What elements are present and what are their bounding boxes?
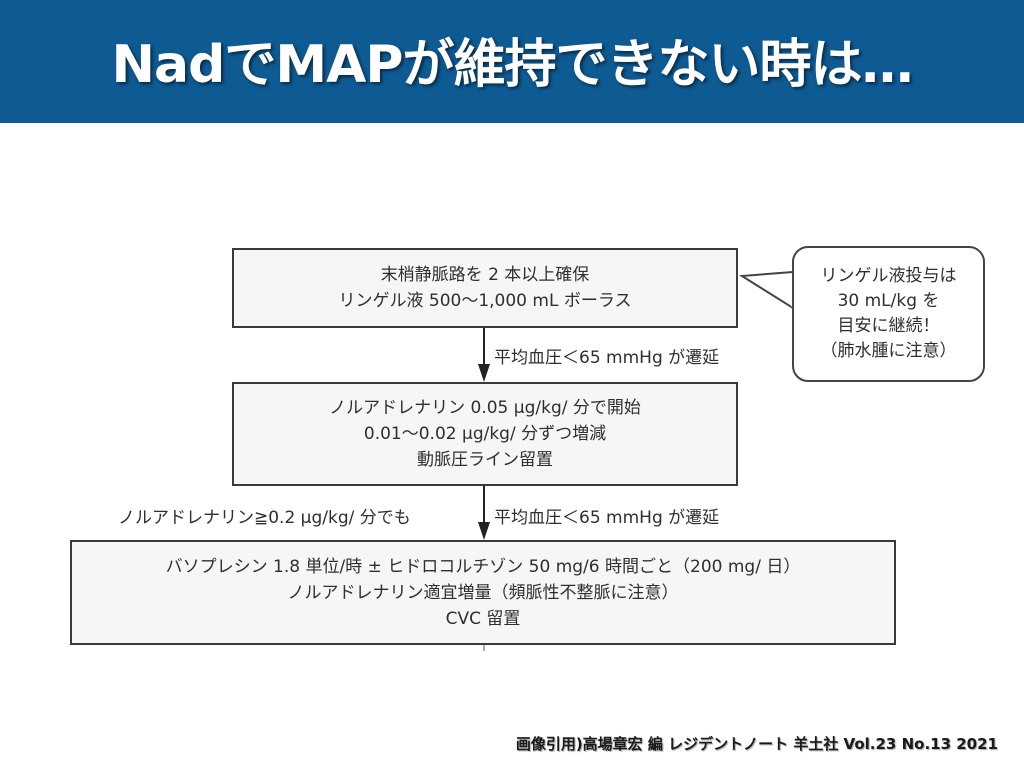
step-1-line-1: 末梢静脈路を 2 本以上確保: [380, 265, 590, 285]
arrow-2-left-label: ノルアドレナリン≧0.2 μg/kg/ 分でも: [118, 508, 411, 528]
step-2-line-2: 0.01～0.02 μg/kg/ 分ずつ増減: [363, 424, 607, 444]
slide-title: NadでMAPが維持できない時は…: [111, 35, 914, 95]
note-line-4: （肺水腫に注意）: [820, 341, 957, 361]
step-2-line-1: ノルアドレナリン 0.05 μg/kg/ 分で開始: [329, 398, 641, 418]
arrow-2-head: [478, 522, 490, 540]
step-2-line-3: 動脈圧ライン留置: [417, 450, 553, 470]
note-line-3: 目安に継続！: [837, 316, 940, 336]
step-3-box: バソプレシン 1.8 単位/時 ± ヒドロコルチゾン 50 mg/6 時間ごと（…: [70, 540, 896, 645]
step-3-line-2: ノルアドレナリン適宜増量（頻脈性不整脈に注意）: [287, 582, 679, 603]
arrow-1-label: 平均血圧＜65 mmHg が遷延: [494, 348, 720, 368]
step-1-box: 末梢静脈路を 2 本以上確保 リンゲル液 500～1,000 mL ボーラス: [232, 248, 738, 328]
step-3-line-1: バソプレシン 1.8 単位/時 ± ヒドロコルチゾン 50 mg/6 時間ごと（…: [165, 556, 801, 577]
image-citation: 画像引用)高場章宏 編 レジデントノート 羊土社 Vol.23 No.13 20…: [515, 735, 998, 753]
arrow-1-head: [478, 364, 490, 382]
step-2-box: ノルアドレナリン 0.05 μg/kg/ 分で開始 0.01～0.02 μg/k…: [232, 382, 738, 486]
step-1-line-2: リンゲル液 500～1,000 mL ボーラス: [338, 291, 632, 311]
note-line-2: 30 mL/kg を: [837, 291, 940, 311]
bubble-tail: [738, 270, 794, 310]
note-speech-bubble: リンゲル液投与は 30 mL/kg を 目安に継続！ （肺水腫に注意）: [792, 246, 985, 382]
step-3-line-3: CVC 留置: [445, 608, 521, 629]
arrow-2-right-label: 平均血圧＜65 mmHg が遷延: [494, 508, 720, 528]
note-line-1: リンゲル液投与は: [820, 266, 957, 286]
title-banner: NadでMAPが維持できない時は…: [0, 0, 1024, 123]
